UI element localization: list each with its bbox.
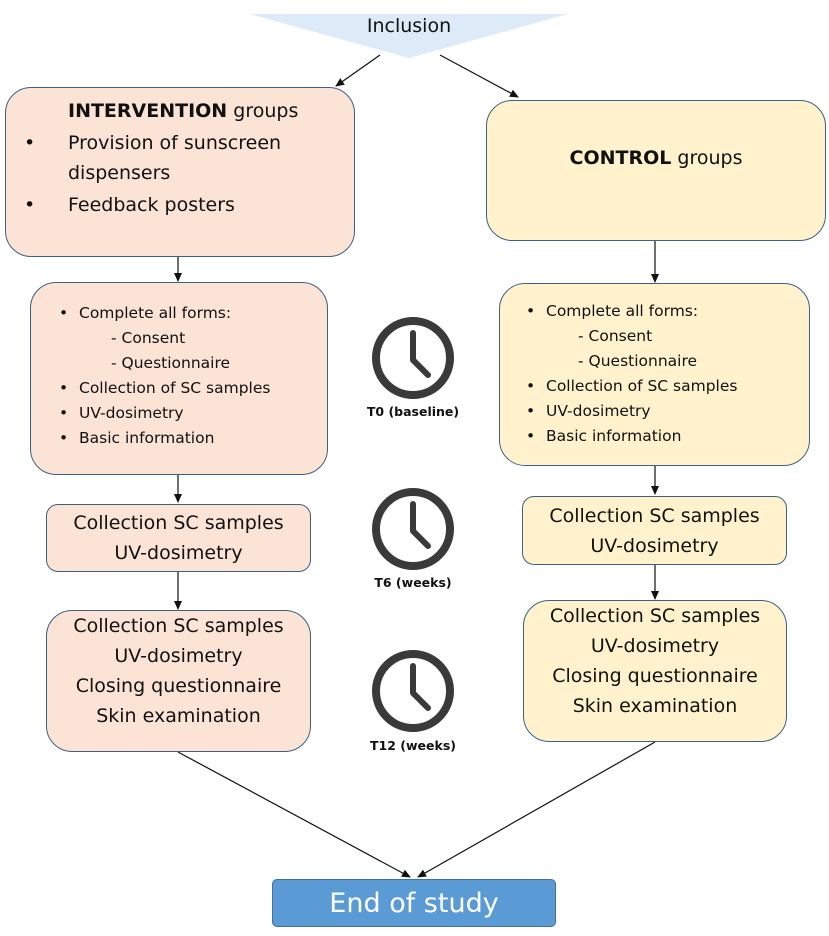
control-t12-line: Skin examination: [572, 695, 738, 717]
intervention-t12-line: UV-dosimetry: [114, 645, 243, 667]
control-t0-items: Collection of SC samples UV-dosimetry Ba…: [520, 374, 801, 449]
inclusion-label: Inclusion: [366, 15, 452, 37]
control-t0-item: Collection of SC samples: [520, 374, 801, 399]
control-title-bold: CONTROL: [569, 146, 672, 169]
intervention-t0-box: Complete all forms: - Consent - Question…: [30, 282, 328, 475]
arrow-int-to-end: [177, 751, 411, 878]
intervention-groups-box: INTERVENTION groups Provision of sunscre…: [5, 87, 355, 257]
timepoint-t0-label: T0 (baseline): [366, 404, 460, 419]
end-of-study-box: End of study: [272, 879, 556, 927]
intervention-t0-complete: Complete all forms:: [53, 301, 319, 326]
clock-icon: [372, 488, 454, 570]
intervention-bullet-dispensers: Provision of sunscreen dispensers: [18, 128, 344, 188]
intervention-t12-box: Collection SC samples UV-dosimetry Closi…: [46, 610, 311, 752]
control-t12-line: Closing questionnaire: [552, 665, 758, 687]
clock-icon: [372, 317, 454, 399]
control-title: CONTROL groups: [570, 143, 743, 173]
intervention-t0-items: Collection of SC samples UV-dosimetry Ba…: [53, 376, 319, 451]
arrow-inclusion-to-intervention: [335, 54, 381, 87]
control-t6-box: Collection SC samples UV-dosimetry: [522, 496, 787, 565]
intervention-t0-consent: - Consent: [111, 329, 186, 347]
intervention-t0-list: Complete all forms:: [53, 301, 319, 326]
control-title-rest: groups: [671, 146, 743, 169]
intervention-t0-questionnaire: - Questionnaire: [111, 354, 231, 372]
control-t0-list: Complete all forms:: [520, 299, 801, 324]
control-t12-box: Collection SC samples UV-dosimetry Closi…: [523, 600, 787, 742]
intervention-title-bold: INTERVENTION: [68, 100, 228, 122]
control-t0-questionnaire: - Questionnaire: [578, 352, 698, 370]
control-t6-line: UV-dosimetry: [590, 534, 719, 557]
end-of-study-label: End of study: [329, 887, 499, 919]
timepoint-t6-label: T6 (weeks): [374, 575, 452, 590]
clock-icon: [372, 650, 454, 732]
intervention-t6-line: UV-dosimetry: [114, 542, 243, 564]
control-t0-box: Complete all forms: - Consent - Question…: [499, 283, 810, 466]
intervention-t6-box: Collection SC samples UV-dosimetry: [46, 504, 311, 572]
control-t0-complete: Complete all forms:: [520, 299, 801, 324]
intervention-title: INTERVENTION groups: [18, 96, 344, 126]
arrow-ctl-to-end: [417, 741, 656, 878]
intervention-t0-item: Collection of SC samples: [53, 376, 319, 401]
intervention-t12-line: Collection SC samples: [73, 615, 284, 637]
intervention-t6-line: Collection SC samples: [73, 512, 284, 534]
intervention-t12-line: Closing questionnaire: [75, 675, 282, 697]
intervention-t0-item: Basic information: [53, 426, 319, 451]
control-t0-item: UV-dosimetry: [520, 399, 801, 424]
intervention-bullet-posters: Feedback posters: [18, 190, 344, 220]
intervention-t12-line: Skin examination: [96, 705, 261, 727]
control-t0-consent: - Consent: [578, 327, 653, 345]
control-t6-line: Collection SC samples: [549, 504, 760, 527]
inclusion-node: Inclusion: [250, 14, 568, 58]
inclusion-shape: [250, 14, 568, 58]
timepoint-t12-label: T12 (weeks): [370, 738, 456, 753]
control-groups-box: CONTROL groups: [486, 100, 826, 241]
intervention-title-rest: groups: [227, 100, 299, 122]
arrow-inclusion-to-control: [439, 54, 519, 98]
control-t12-line: Collection SC samples: [549, 605, 761, 627]
intervention-bullets: Provision of sunscreen dispensers Feedba…: [18, 128, 344, 220]
intervention-t0-item: UV-dosimetry: [53, 401, 319, 426]
control-t0-item: Basic information: [520, 424, 801, 449]
control-t12-line: UV-dosimetry: [590, 635, 720, 657]
